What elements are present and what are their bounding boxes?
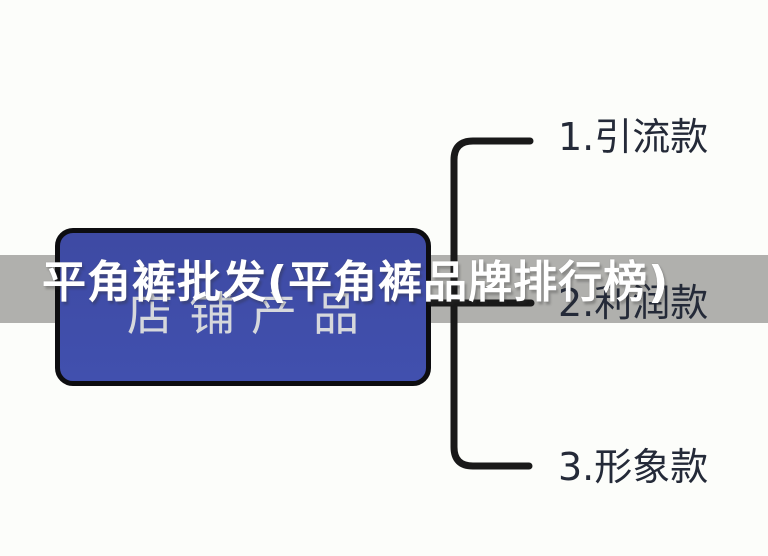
watermark-title: 平角裤批发(平角裤品牌排行榜) <box>42 257 670 308</box>
root-node-label: 店铺产品 <box>127 287 375 341</box>
root-node: 店铺产品 <box>55 228 431 386</box>
branch-label-1: 1.引流款 <box>558 115 709 159</box>
branch-label-3: 3.形象款 <box>558 445 709 489</box>
branch-label-2: 2.利润款 <box>558 281 709 325</box>
